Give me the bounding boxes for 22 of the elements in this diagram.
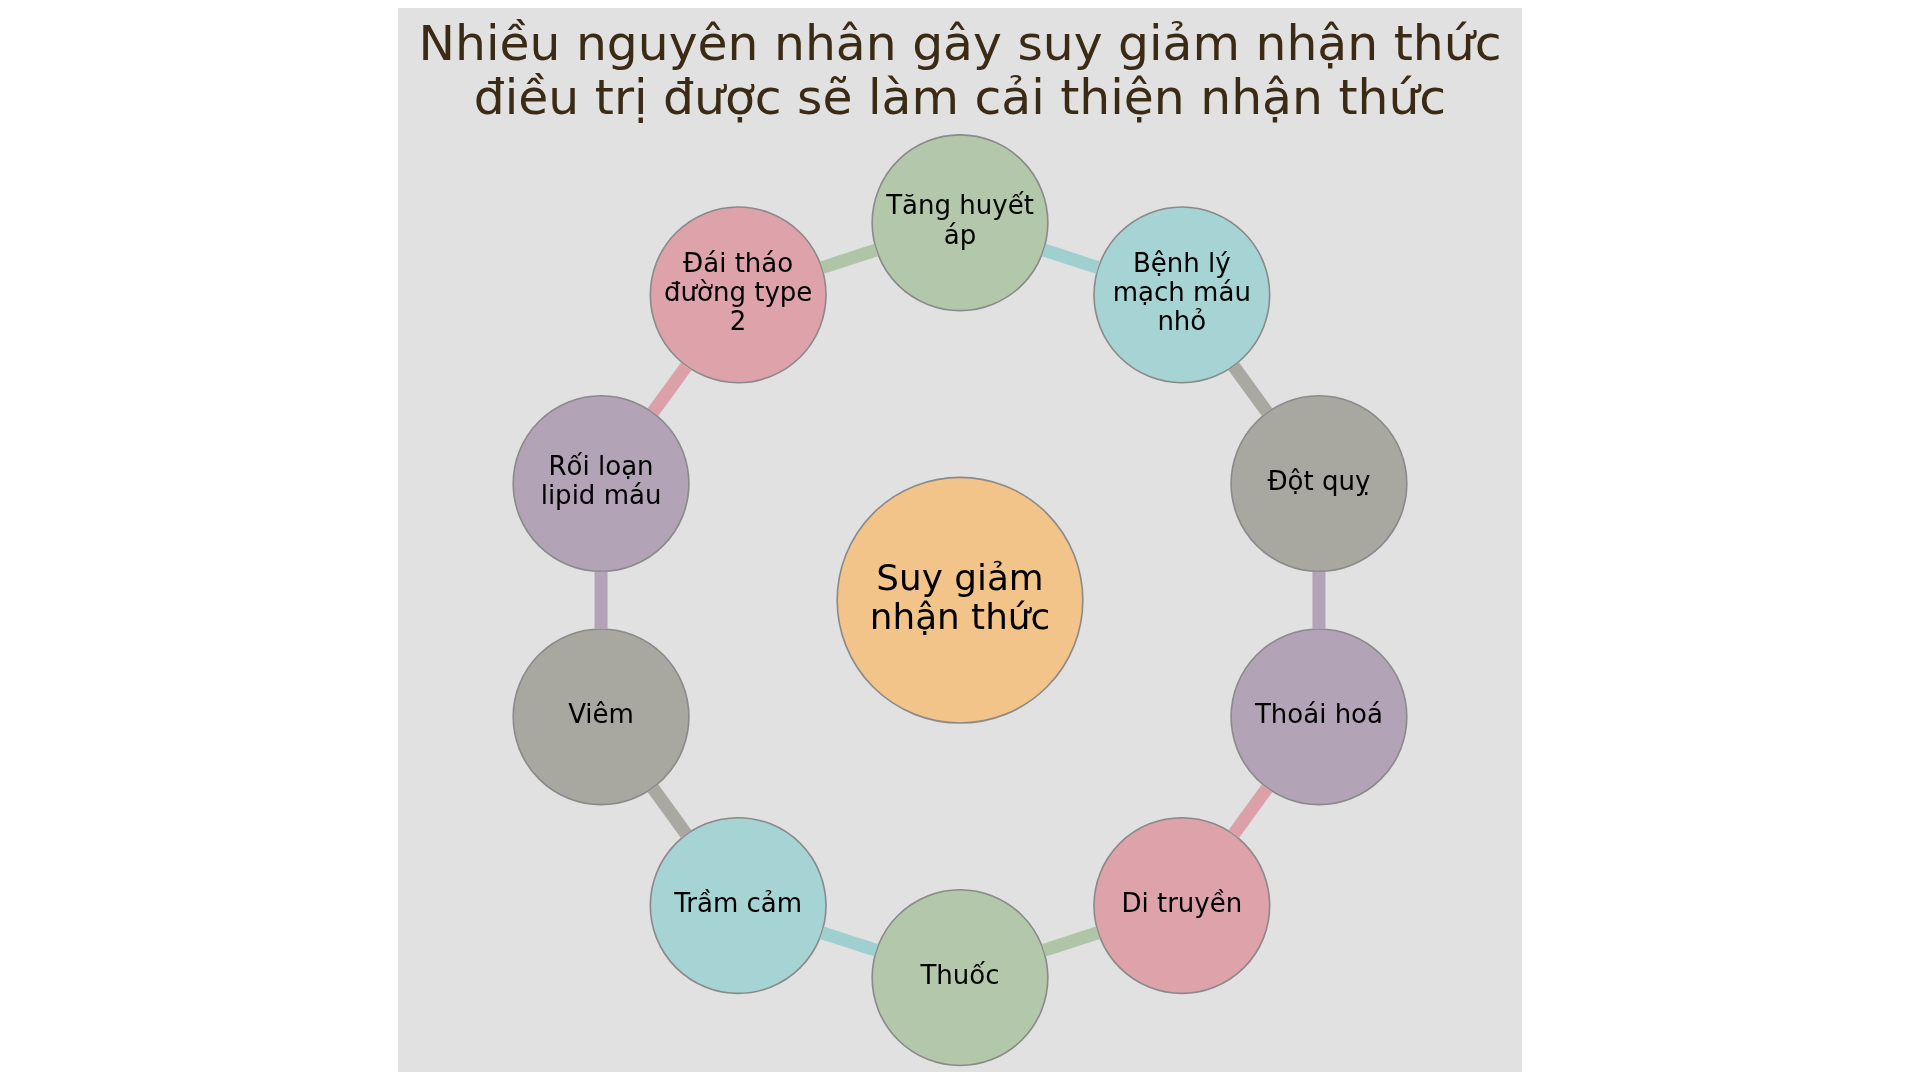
connector	[820, 926, 879, 957]
connector	[647, 784, 692, 838]
node-circle: Thoái hoá	[1230, 628, 1408, 806]
connector	[1228, 362, 1273, 417]
node-circle: Rối loạn lipid máu	[512, 394, 690, 573]
node-circle: Viêm	[512, 628, 690, 806]
node-circle: Di truyền	[1093, 816, 1271, 995]
connector	[594, 571, 608, 629]
connector	[1228, 784, 1273, 838]
connector	[820, 243, 879, 274]
node-circle: Tăng huyết áp	[871, 134, 1049, 312]
connector	[1041, 243, 1100, 274]
connector	[1312, 571, 1326, 629]
connector	[1041, 926, 1100, 957]
node-circle: Trầm cảm	[649, 816, 827, 995]
node-circle: Thuốc	[871, 888, 1049, 1067]
connector	[647, 362, 692, 416]
node-circle: Đái tháo đường type 2	[649, 206, 827, 384]
node-circle: Đột quỵ	[1230, 394, 1408, 573]
node-circle: Suy giảm nhận thức	[836, 476, 1084, 724]
node-circle: Bệnh lý mạch máu nhỏ	[1093, 206, 1271, 384]
diagram-title: Nhiều nguyên nhân gây suy giảm nhận thức điều trị được sẽ làm cải thiện nhận thức	[418, 15, 1502, 126]
